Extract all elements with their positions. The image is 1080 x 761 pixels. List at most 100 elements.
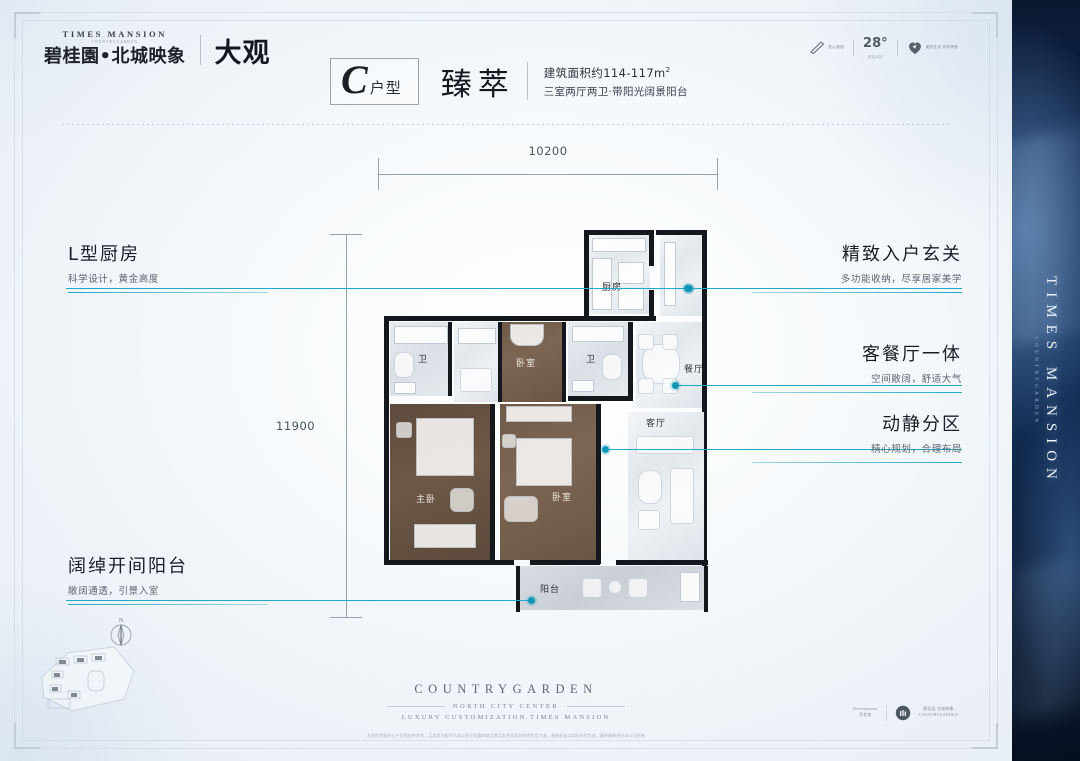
balcony-chair-left (582, 578, 602, 598)
pen-icon (810, 41, 825, 54)
kitchen-upper-cabinets (592, 238, 646, 252)
bedroom3-bed (516, 438, 572, 486)
wall-kitchen-right-upper (649, 230, 654, 266)
bedroom3-desk (504, 496, 538, 522)
living-coffee-table (638, 510, 660, 530)
bedroom3-wardrobe (506, 406, 572, 422)
master-bed (416, 418, 474, 476)
dining-chair-3 (638, 378, 654, 394)
room-master-bedroom: 主卧 (390, 404, 494, 560)
panel-brand-sub: COUNTRYGARDEN (1033, 336, 1038, 425)
wall-kitchen-right-lower (649, 290, 654, 316)
footer-sub-1: NORTH CITY CENTER (452, 703, 560, 710)
wall-balcony-divider (530, 560, 600, 565)
compass-rose: N (108, 615, 134, 649)
balcony-utility (680, 572, 700, 602)
footer-brand: COUNTRYGARDEN NORTH CITY CENTER LUXURY C… (0, 682, 1012, 721)
callout-foyer: 精致入户玄关 多功能收纳，尽享居家美学 (752, 240, 962, 293)
room-label-bedroom-2: 卧室 (516, 359, 537, 369)
room-label-dining: 餐厅 (684, 365, 702, 375)
unit-title-row: C 户型 臻萃 建筑面积约114-117m2 三室两厅两卫·带阳光阔景阳台 (330, 58, 688, 105)
room-label-bath-1: 卫 (418, 355, 429, 365)
dining-chair-1 (638, 334, 654, 350)
inner-frame (22, 20, 990, 741)
wall-bath2-right (628, 322, 633, 400)
heart-icon (908, 42, 921, 54)
footer-dash-left (386, 706, 445, 707)
footer-subline-row: NORTH CITY CENTER (0, 703, 1012, 710)
callout-living-dining-sub: 空间敞阔，舒适大气 (871, 374, 962, 385)
site-plan-thumbnail (38, 641, 148, 713)
callout-foyer-rule (752, 292, 962, 293)
wall-bedroom2-left (498, 322, 502, 402)
room-bedroom-2: 卧室 (502, 322, 564, 402)
room-bath-1: 卫 (390, 322, 452, 396)
bath1-counter (394, 326, 448, 344)
room-balcony: 阳台 (520, 566, 708, 610)
callout-zoning-rule (752, 462, 962, 463)
wall-bedroom2-right (562, 322, 566, 402)
callout-foyer-title: 精致入户玄关 (842, 244, 962, 265)
badge-divider-2 (896, 39, 898, 56)
kitchen-stove (618, 262, 644, 284)
project-logo: 碧桂园 北城映象 COUNTRYGARDEN (919, 707, 958, 718)
dimension-width-label: 10200 (528, 144, 568, 158)
leader-dot-balcony (528, 597, 535, 604)
temperature-badge: 28° 恒温科技 (863, 36, 888, 59)
callout-living-dining-title: 客餐厅一体 (862, 344, 962, 365)
room-label-bedroom-3: 卧室 (552, 493, 573, 503)
panel-brand-text: TIMES MANSION COUNTRYGARDEN (1033, 276, 1059, 486)
room-bedroom-3: 卧室 (500, 404, 600, 560)
temperature-label: 恒温科技 (867, 55, 883, 59)
room-bath-2: 卫 (568, 322, 628, 398)
wall-balcony-left (516, 566, 520, 612)
bath1-shower (394, 382, 416, 394)
footer-main-text: COUNTRYGARDEN (414, 682, 598, 696)
header-divider-rule (62, 124, 950, 125)
callout-zoning-sub: 精心规划，合理布局 (871, 444, 962, 455)
floor-plan: 厨房 卫 (380, 228, 720, 616)
kitchen-counter (592, 258, 612, 310)
bath2-counter (572, 326, 624, 342)
unit-layout: 三室两厅两卫·带阳光阔景阳台 (543, 86, 688, 99)
room-entry-foyer (660, 234, 706, 316)
dimension-height-line (346, 234, 347, 618)
unit-specs: 建筑面积约114-117m2 三室两厅两卫·带阳光阔景阳台 (544, 63, 688, 99)
corridor-cabinet (458, 328, 496, 344)
corridor-chair (460, 368, 492, 392)
wall-entry-right (702, 230, 707, 318)
brochure-sheet: TIMES MANSION COUNTRYGARDEN 碧桂園•北城映象 大观 … (0, 0, 1012, 761)
room-label-master-bedroom: 主卧 (416, 495, 437, 505)
wall-main-bottom-left (384, 560, 514, 565)
unit-area-row: 建筑面积约114-117m2 (544, 65, 688, 81)
header-badges: 匠心营造 28° 恒温科技 美好生活 共同缔造 (810, 36, 958, 59)
foyer-shoe-cabinet (664, 242, 676, 306)
wall-kitchen-top (584, 230, 654, 235)
wall-balcony-right (704, 566, 708, 612)
partner-badge-label: 美好生活 共同缔造 (925, 45, 958, 50)
side-decor-panel: TIMES MANSION COUNTRYGARDEN (1012, 0, 1080, 761)
corner-mark-top-right (972, 12, 998, 38)
living-sofa (670, 468, 694, 524)
partner-logos: Development 开发商 碧桂园 北城映象 COUNTRYGARDEN (853, 705, 958, 721)
unit-name: 臻萃 (440, 66, 515, 103)
brand-english-sub: COUNTRYGARDEN (91, 40, 138, 45)
bedroom3-nightstand (502, 434, 516, 448)
callout-kitchen: L型厨房 科学设计，黄金高度 (68, 240, 268, 293)
temperature-value: 28° (863, 36, 888, 51)
leader-line-dining (676, 385, 962, 386)
badge-divider-1 (853, 39, 855, 56)
brand-series-name: 大观 (214, 38, 271, 70)
bath2-shower (572, 380, 594, 392)
unit-type-box: C 户型 (330, 58, 419, 105)
master-chair (450, 488, 474, 512)
dining-table (642, 344, 680, 384)
corner-mark-top-left (14, 12, 40, 38)
panel-brand-main: TIMES MANSION (1043, 275, 1059, 486)
leader-dot-foyer (686, 285, 693, 292)
leader-dot-dining (672, 382, 679, 389)
compass-north-label: N (119, 618, 124, 624)
brand-logo: TIMES MANSION COUNTRYGARDEN 碧桂園•北城映象 大观 (44, 29, 271, 70)
footer-sub-2: LUXURY CUSTOMIZATION TIMES MANSION (401, 714, 611, 721)
balcony-side-table (608, 580, 622, 594)
